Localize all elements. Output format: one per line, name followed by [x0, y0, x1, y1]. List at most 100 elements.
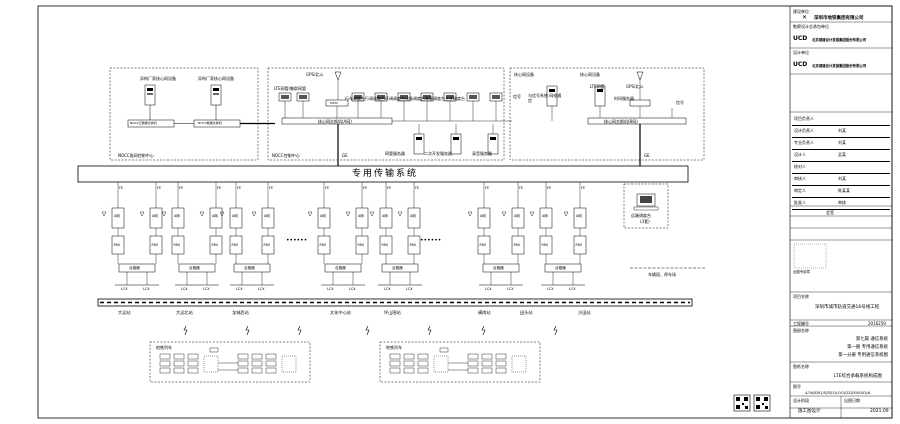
train-a-label: 地铁列车 — [156, 345, 172, 350]
lcx-label: LCX — [406, 287, 413, 291]
rru-label: RRU — [541, 243, 549, 247]
part-line-1: 第一册 专用通信系统 — [847, 345, 888, 350]
occ-gps-label: GPS/北斗 — [306, 72, 324, 77]
train-device-box — [467, 360, 479, 367]
designer-company: 北京城建设计发展集团股份有限公司 — [812, 64, 867, 68]
vendor-a-label: 异构厂家核心网设备 — [140, 76, 176, 81]
ellipsis-a: •••••• — [286, 237, 308, 244]
sign-row: 审定人陈某某 — [792, 186, 890, 198]
antenna-icon — [369, 211, 375, 217]
combiner-label: 合路器 — [555, 265, 566, 270]
train-b-label: 地铁列车 — [386, 345, 402, 350]
combiner-label: 合路器 — [493, 265, 504, 270]
remote-terminal-group — [623, 183, 669, 229]
station-name-3: 文化中心站 — [330, 310, 351, 315]
signal-interface-label: 与信号系统 网络通信 — [528, 93, 562, 103]
station-name-5: 横岗站 — [478, 310, 491, 315]
antenna-icon — [501, 211, 507, 217]
owner-name: 深圳市地铁集团有限公司 — [814, 16, 864, 21]
ellipsis-b: •••••• — [420, 237, 442, 244]
sign-name: 刘某 — [838, 140, 846, 145]
wireless-link-icon — [553, 325, 558, 336]
rru-label: RRU — [575, 243, 583, 247]
antenna-icon — [219, 211, 225, 217]
train-b-group — [379, 341, 541, 383]
depot-label: 车辆段、停车场 — [648, 272, 676, 277]
lcx-label: LCX — [569, 287, 576, 291]
dispatch-station-2: 环调调度台 — [385, 96, 405, 101]
combiner-box — [178, 263, 216, 273]
antenna-icon — [161, 211, 167, 217]
fe-label: FE — [119, 186, 124, 190]
train-device-box — [467, 367, 479, 374]
antenna-icon — [139, 211, 145, 217]
sign-role: 设计人 — [794, 152, 806, 157]
remote-terminal-label: 远端调度台 — [631, 213, 651, 218]
fe-label: FE — [325, 186, 330, 190]
lcx-label: LCX — [181, 287, 188, 291]
train-device-box — [237, 353, 249, 360]
stamp-label: 出图专用章 — [793, 270, 810, 274]
combiner-label: 合路器 — [129, 265, 140, 270]
nocc-backup-label: NOCC既网控制中心 — [118, 153, 154, 158]
sign-row: 项目负责人 — [792, 114, 890, 126]
part-lines: 第七篇 通信系统第一册 专用通信系统第一分册 专用通信系统图 — [820, 336, 888, 360]
train-device-box — [159, 360, 171, 367]
gps-antenna-core-icon — [636, 71, 644, 81]
sign-row: 校对人 — [792, 162, 890, 174]
core-switch-label: 核心网交换机(B网) — [604, 119, 638, 124]
combiner-box — [544, 263, 582, 273]
dispatch-station-0: 行车调度台 — [345, 96, 365, 101]
sign-role: 项目负责人 — [794, 116, 814, 121]
lcx-label: LCX — [143, 287, 150, 291]
gps-antenna-icon — [334, 71, 342, 81]
combiner-label: 合路器 — [189, 265, 200, 270]
vendor-b-label: 异构厂家核心网设备 — [198, 76, 234, 81]
date-label: 出图日期 — [844, 398, 860, 403]
lcx-label: LCX — [121, 287, 128, 291]
fe-label: FE — [217, 186, 222, 190]
fe-label: FE — [519, 186, 524, 190]
bbu-a-label: A网 — [174, 214, 180, 218]
occ-control-group — [267, 67, 505, 161]
lte-core-label: LTE网管 — [590, 84, 605, 89]
fe-label: FE — [415, 186, 420, 190]
lcx-label: LCX — [203, 287, 210, 291]
lcx-label: LCX — [507, 287, 514, 291]
train-device-box — [389, 367, 401, 374]
antenna-icon — [307, 211, 313, 217]
dispatch-station-5: 主任调度台 — [445, 96, 465, 101]
sign-role: 设计负责人 — [794, 128, 814, 133]
station-name-4: 坪山围站 — [384, 310, 401, 315]
drawing-number: 4/16/D01/S/S01/LOO/GZ/000003/A — [805, 390, 871, 395]
station-name-2: 龙城西站 — [232, 310, 249, 315]
core-group-label: 核心网设备 — [514, 72, 534, 77]
fe-label: FE — [237, 186, 242, 190]
ucd-logo-1: UCD — [793, 35, 808, 42]
bbu-a-label: A网 — [212, 214, 218, 218]
train-device-box — [159, 367, 171, 374]
lcx-label: LCX — [384, 287, 391, 291]
wireless-link-icons — [183, 325, 558, 336]
fe-label: FE — [387, 186, 392, 190]
combiner-box — [381, 263, 419, 273]
core-gps-label: GPS/北斗 — [626, 84, 644, 89]
rru-label: RRU — [409, 243, 417, 247]
combiner-box — [233, 263, 271, 273]
core-signal-label: 信号 — [676, 100, 684, 105]
fe-label: FE — [547, 186, 552, 190]
fe-label: FE — [179, 186, 184, 190]
rru-label: RRU — [151, 243, 159, 247]
nocc-backup-group — [109, 67, 259, 161]
bbu-a-label: A网 — [576, 214, 582, 218]
antenna-icon — [251, 211, 257, 217]
sign-row: 审核人刘某 — [792, 174, 890, 186]
part-label: 图册名称 — [793, 328, 809, 333]
core-switch-b — [587, 117, 687, 125]
bbu-a-label: A网 — [382, 214, 388, 218]
rru-label: RRU — [263, 243, 271, 247]
bbu-a-label: A网 — [542, 214, 548, 218]
train-device-box — [467, 353, 479, 360]
transport-system-bar — [77, 165, 689, 183]
bbu-a-label: A网 — [480, 214, 486, 218]
